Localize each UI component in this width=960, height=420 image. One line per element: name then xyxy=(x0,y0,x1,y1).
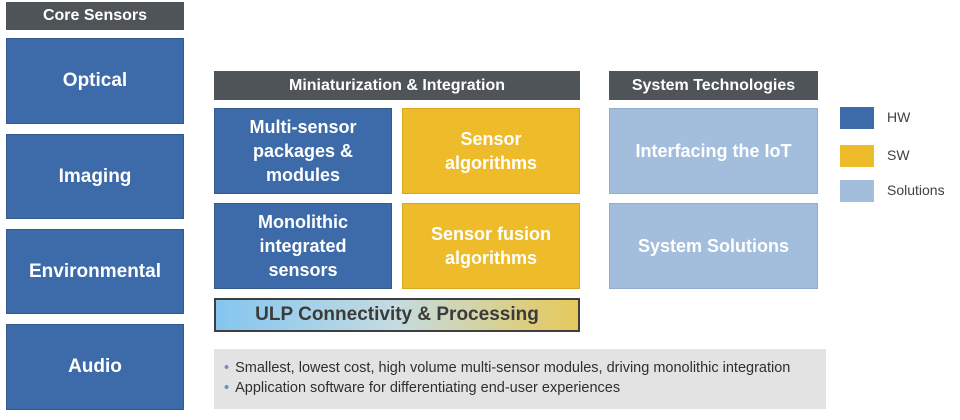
legend-label-hw: HW xyxy=(887,109,911,125)
note-item: • Application software for differentiatin… xyxy=(224,378,826,398)
core-sensor-optical: Optical xyxy=(6,38,184,124)
legend-swatch-hw xyxy=(840,107,874,129)
box-sensor-fusion-algorithms: Sensor fusion algorithms xyxy=(402,203,580,289)
box-sensor-algorithms: Sensor algorithms xyxy=(402,108,580,194)
bullet-icon: • xyxy=(224,380,230,396)
box-monolithic-integrated-sensors: Monolithic integrated sensors xyxy=(214,203,392,289)
box-multi-sensor-packages: Multi-sensor packages & modules xyxy=(214,108,392,194)
core-sensor-audio: Audio xyxy=(6,324,184,410)
system-technologies-header: System Technologies xyxy=(609,71,818,100)
note-text: Application software for differentiating… xyxy=(235,380,621,396)
legend-swatch-sw xyxy=(840,145,874,167)
legend-swatch-solutions xyxy=(840,180,874,202)
box-interfacing-iot: Interfacing the IoT xyxy=(609,108,818,194)
legend-label-sw: SW xyxy=(887,147,910,163)
miniaturization-header: Miniaturization & Integration xyxy=(214,71,580,100)
core-sensor-imaging: Imaging xyxy=(6,134,184,219)
core-sensor-environmental: Environmental xyxy=(6,229,184,314)
note-item: • Smallest, lowest cost, high volume mult… xyxy=(224,358,826,378)
notes-panel: • Smallest, lowest cost, high volume mult… xyxy=(214,349,826,409)
box-system-solutions: System Solutions xyxy=(609,203,818,289)
bullet-icon: • xyxy=(224,360,230,376)
note-text: Smallest, lowest cost, high volume multi… xyxy=(235,360,791,376)
core-sensors-header: Core Sensors xyxy=(6,2,184,30)
ulp-connectivity-bar: ULP Connectivity & Processing xyxy=(214,298,580,332)
legend-label-solutions: Solutions xyxy=(887,182,945,198)
